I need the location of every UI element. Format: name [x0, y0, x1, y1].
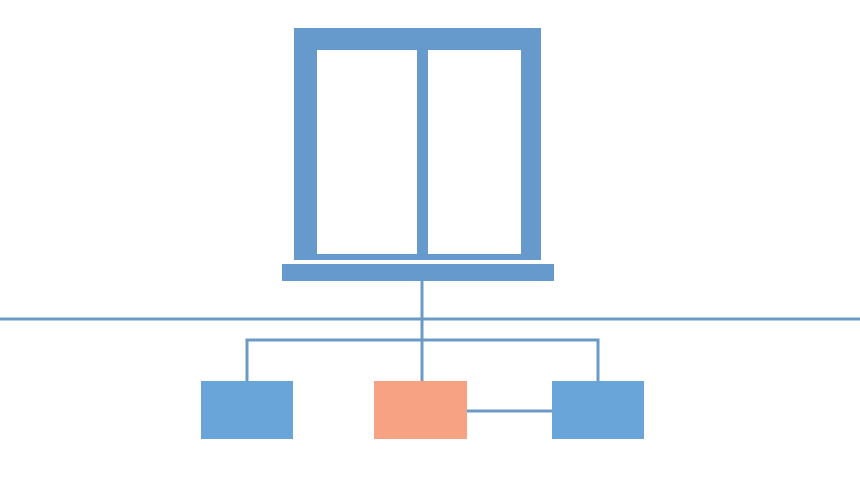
window-sill	[282, 264, 554, 281]
window-icon	[282, 28, 554, 281]
left-node	[201, 381, 293, 439]
window-right-pane	[428, 50, 521, 254]
right-node	[552, 381, 644, 439]
edge-window-to-left	[245, 338, 422, 382]
connectors	[245, 281, 600, 413]
window-left-pane	[317, 50, 417, 254]
edge-window-to-right	[422, 338, 600, 382]
center-node	[374, 381, 467, 439]
